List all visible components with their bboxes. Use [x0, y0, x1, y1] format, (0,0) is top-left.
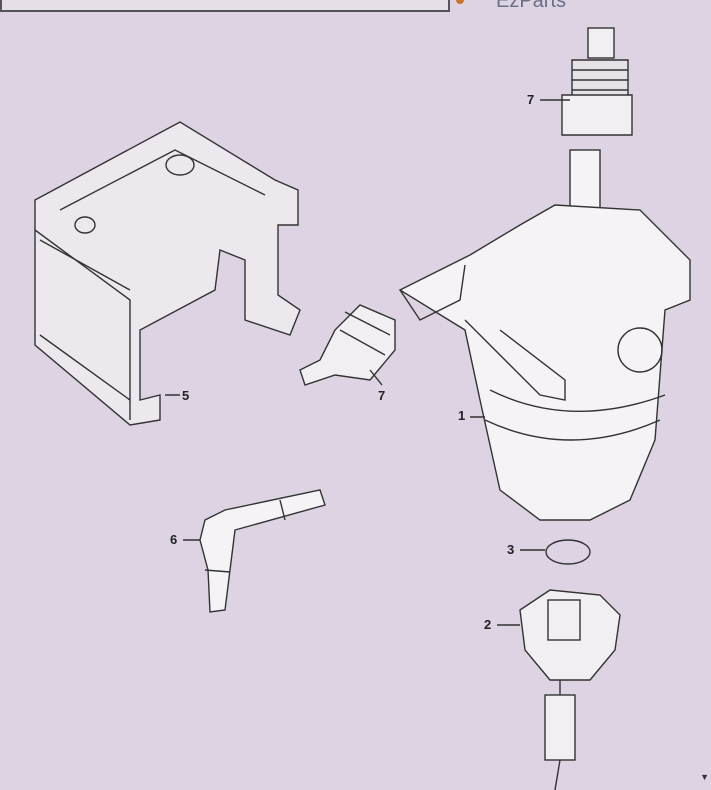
callout-5[interactable]: 5 — [182, 388, 190, 403]
quick-connector-top[interactable] — [561, 27, 633, 136]
callout-3[interactable]: 3 — [507, 542, 515, 557]
elbow-hose[interactable] — [199, 489, 326, 613]
callout-7-side[interactable]: 7 — [378, 388, 386, 403]
search-box[interactable] — [0, 0, 450, 12]
mounting-bracket[interactable] — [34, 121, 301, 426]
quick-connector-side[interactable] — [299, 304, 396, 386]
logo-icon — [456, 0, 464, 4]
callout-1[interactable]: 1 — [458, 408, 466, 423]
callout-7-top[interactable]: 7 — [527, 92, 535, 107]
site-title: EzParts — [496, 0, 567, 12]
o-ring[interactable] — [545, 539, 591, 565]
callout-2[interactable]: 2 — [484, 617, 492, 632]
filter-base-sensor[interactable] — [519, 589, 621, 790]
scroll-down-arrow-icon[interactable]: ▼ — [700, 772, 709, 782]
callout-6[interactable]: 6 — [170, 532, 178, 547]
top-bar: EzParts — [0, 0, 711, 12]
filter-housing[interactable] — [398, 149, 691, 521]
